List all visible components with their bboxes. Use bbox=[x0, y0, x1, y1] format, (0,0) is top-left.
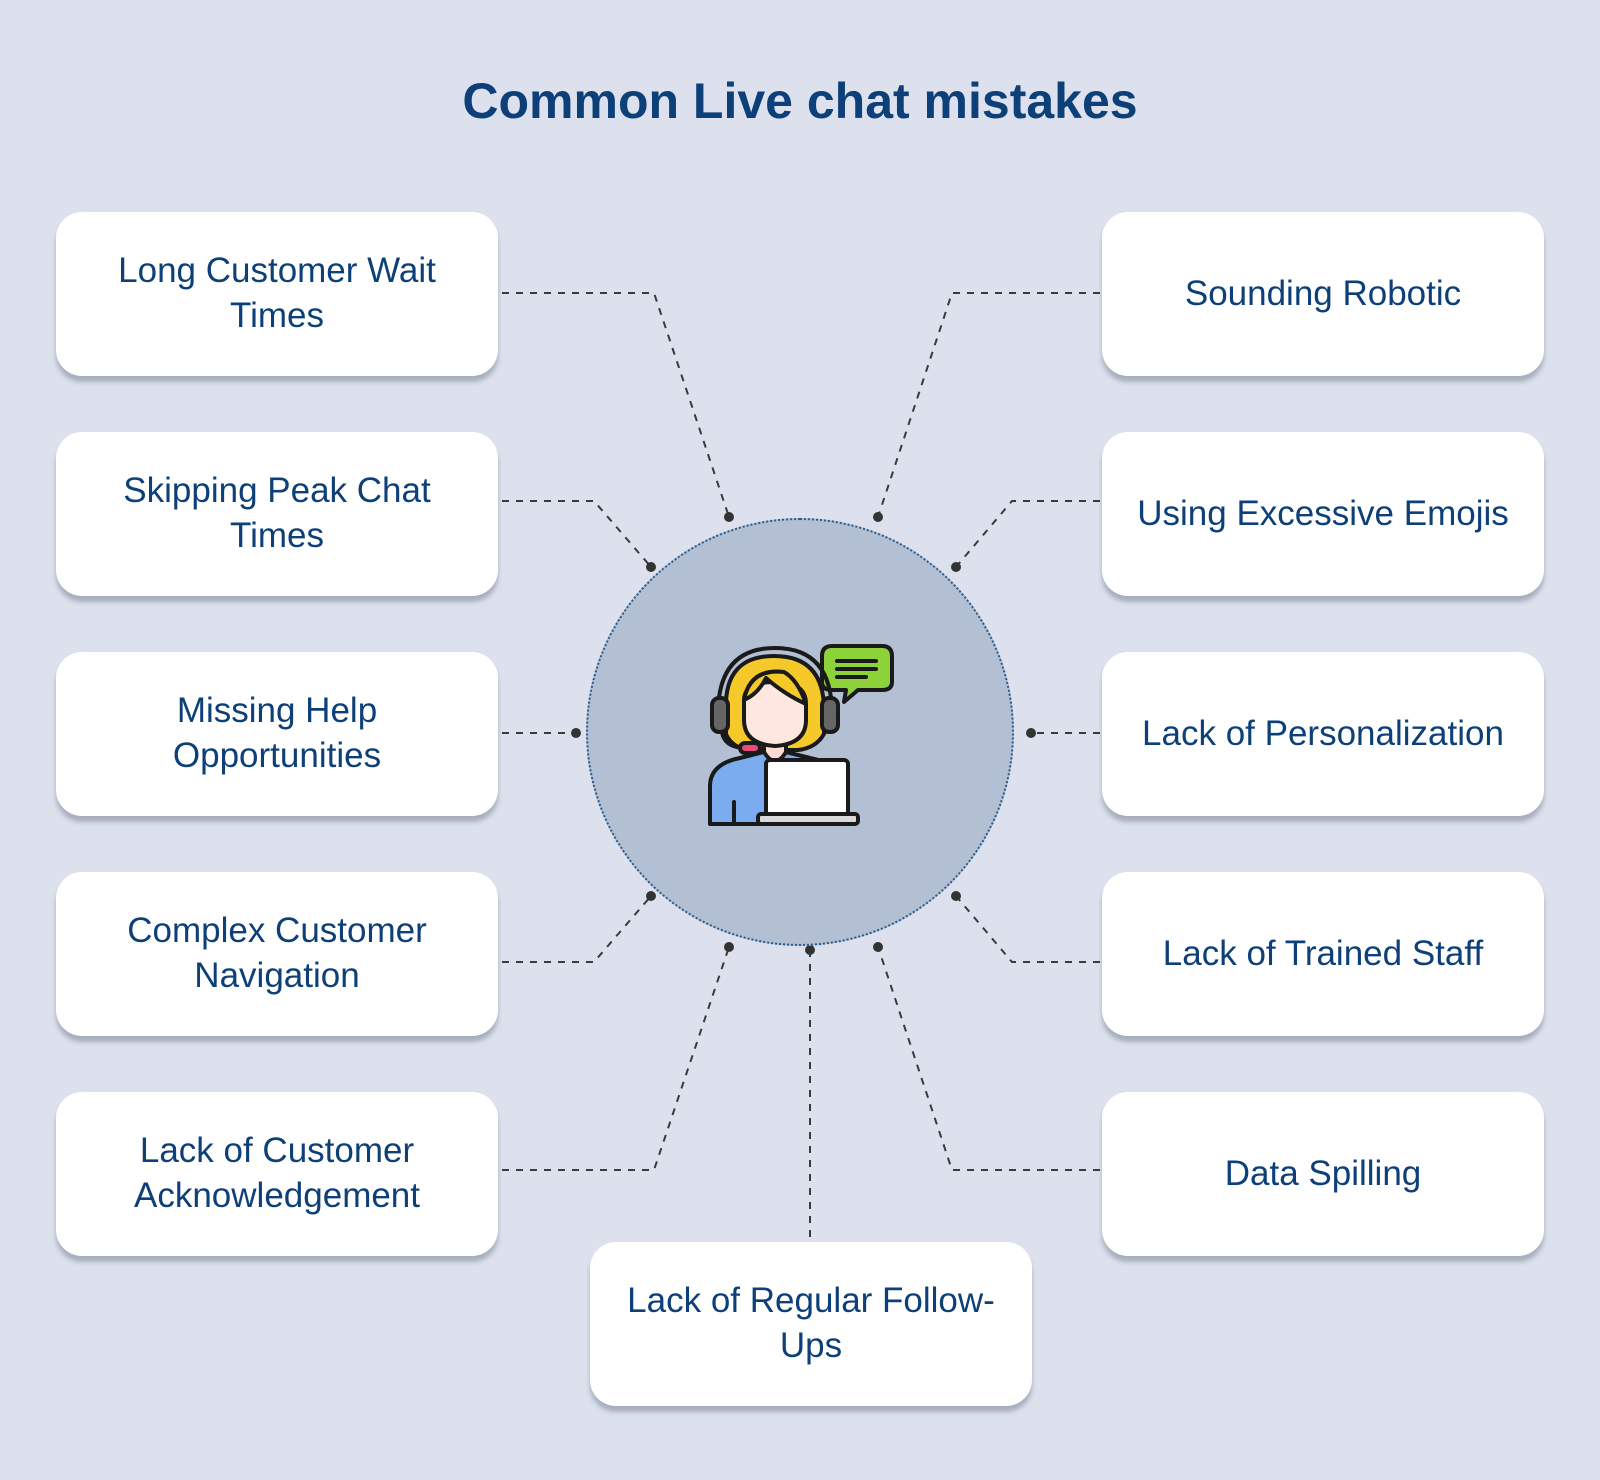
mistake-card-long-customer-wait-times: Long Customer Wait Times bbox=[56, 212, 498, 376]
customer-support-agent-icon bbox=[708, 644, 894, 826]
connector-left-4 bbox=[502, 895, 652, 963]
connector-right-5 bbox=[877, 946, 1100, 1171]
page-title: Common Live chat mistakes bbox=[462, 73, 1138, 129]
mistake-card-missing-help-opportunities: Missing Help Opportunities bbox=[56, 652, 498, 816]
mistake-card-data-spilling: Data Spilling bbox=[1102, 1092, 1544, 1256]
mistake-label: Lack of Personalization bbox=[1142, 713, 1504, 753]
connector-dot bbox=[571, 728, 581, 738]
connector-dot bbox=[724, 942, 734, 952]
mistake-card-sounding-robotic: Sounding Robotic bbox=[1102, 212, 1544, 376]
connector-dot bbox=[951, 891, 961, 901]
connector-dot bbox=[873, 512, 883, 522]
mistake-card-lack-of-regular-follow-ups: Lack of Regular Follow-Ups bbox=[590, 1242, 1032, 1406]
connector-right-1 bbox=[877, 292, 1100, 518]
mistake-card-skipping-peak-chat-times: Skipping Peak Chat Times bbox=[56, 432, 498, 596]
mistake-card-lack-of-personalization: Lack of Personalization bbox=[1102, 652, 1544, 816]
mistake-label: Skipping Peak Chat Times bbox=[123, 471, 431, 555]
mistake-label: Lack of Trained Staff bbox=[1162, 933, 1484, 973]
connector-dot bbox=[951, 562, 961, 572]
mistake-label: Data Spilling bbox=[1224, 1153, 1422, 1193]
connector-dot bbox=[1026, 728, 1036, 738]
mistake-label: Complex Customer Navigation bbox=[127, 911, 427, 995]
connector-dot bbox=[646, 891, 656, 901]
connector-dot bbox=[724, 512, 734, 522]
mistake-label: Lack of Regular Follow-Ups bbox=[627, 1281, 995, 1365]
mistake-card-complex-customer-navigation: Complex Customer Navigation bbox=[56, 872, 498, 1036]
mistake-card-lack-of-customer-acknowledgement: Lack of Customer Acknowledgement bbox=[56, 1092, 498, 1256]
mistake-label: Long Customer Wait Times bbox=[118, 251, 436, 335]
mistake-label: Sounding Robotic bbox=[1184, 273, 1462, 313]
connector-right-2 bbox=[955, 500, 1100, 568]
connector-left-2 bbox=[502, 500, 652, 568]
mistake-label: Lack of Customer Acknowledgement bbox=[134, 1131, 420, 1215]
connector-dot bbox=[805, 945, 815, 955]
connector-left-5 bbox=[502, 946, 730, 1171]
connector-right-4 bbox=[955, 895, 1100, 963]
connector-dot bbox=[873, 942, 883, 952]
connector-left-1 bbox=[502, 292, 730, 518]
mistake-label: Using Excessive Emojis bbox=[1137, 493, 1509, 533]
connector-dot bbox=[646, 562, 656, 572]
mistake-card-lack-of-trained-staff: Lack of Trained Staff bbox=[1102, 872, 1544, 1036]
mistake-label: Missing Help Opportunities bbox=[172, 691, 382, 775]
mistake-card-using-excessive-emojis: Using Excessive Emojis bbox=[1102, 432, 1544, 596]
